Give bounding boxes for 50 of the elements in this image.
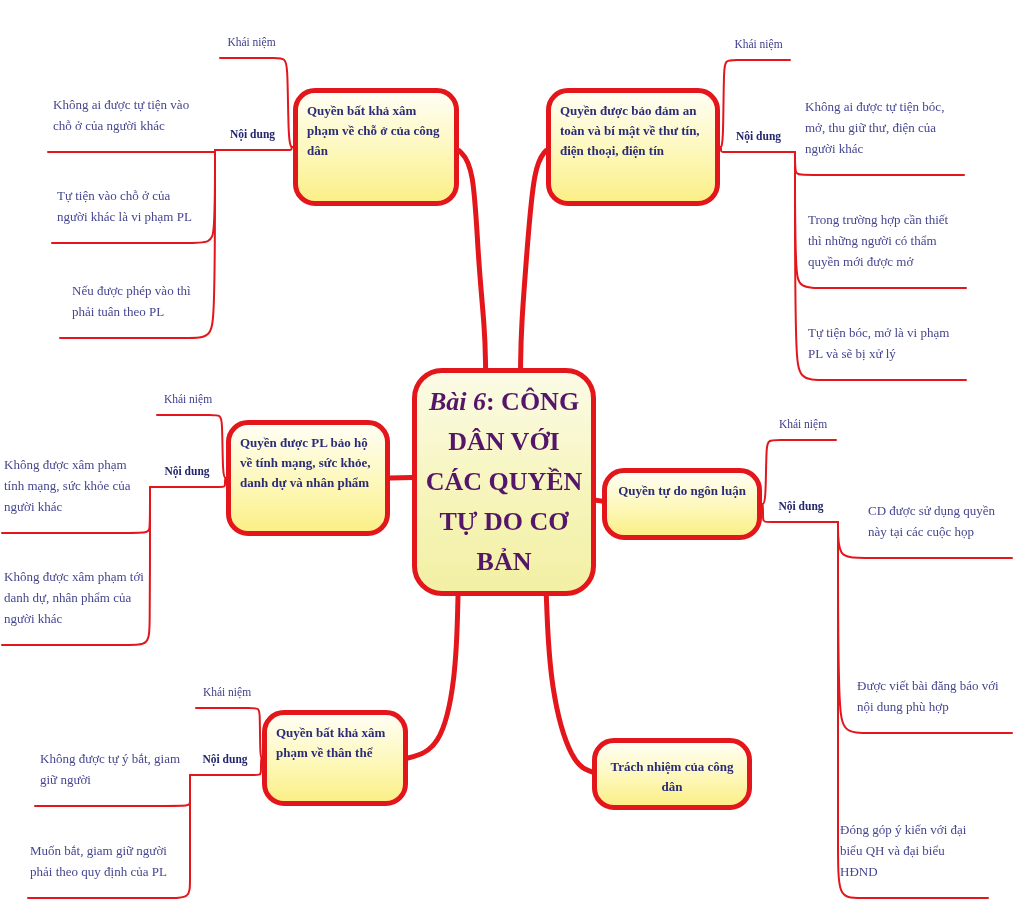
topic-title: Bài 6: CÔNG DÂN VỚI CÁC QUYỀN TỰ DO CƠ BẢN <box>424 386 584 578</box>
note-text: Không được xâm phạm tới danh dự, nhân phẩm của người khác <box>2 566 148 645</box>
note-text: Đóng góp ý kiến với đại biểu QH và đại biểu HĐND <box>838 819 988 898</box>
note-text: Không được xâm phạm tính mạng, sức khỏe của người khác <box>2 454 148 533</box>
branch-label: Khái niệm <box>157 392 219 415</box>
branch-line <box>189 757 263 776</box>
note-text: Không được tự ý bắt, giam giữ người <box>35 748 190 806</box>
note-text: Tự tiện bóc, mở là vi phạm PL và sẽ bị xử lý <box>803 322 966 380</box>
note-text: Tự tiện vào chỗ ở của người khác là vi phạm PL <box>52 185 207 243</box>
branch-line <box>1 486 151 646</box>
branch-line <box>156 414 227 479</box>
note-text: CD được sử dụng quyền này tại các cuộc họp <box>858 500 1012 558</box>
note-text: Trong trường hợp cần thiết thì những người có thẩm quyền mới được mở <box>803 209 966 288</box>
note-text: Được viết bài đăng báo với nội dung phù hợp <box>848 675 1012 733</box>
branch-line <box>149 477 227 488</box>
topic-box <box>412 368 596 596</box>
branch-line <box>47 149 216 153</box>
branch-label: Khái niệm <box>770 417 836 440</box>
branch-box <box>546 88 720 206</box>
branch-title: Quyền được PL bảo hộ về tính mạng, sức khỏe, danh dự và nhân phẩm <box>240 434 372 492</box>
branch-title: Trách nhiệm của công dân <box>609 758 735 796</box>
branch-label: Nội dung <box>150 464 224 487</box>
branch-line <box>219 57 294 148</box>
branch-line <box>59 149 216 339</box>
branch-label: Nội dung <box>215 127 290 150</box>
branch-line <box>719 59 791 148</box>
branch-box <box>592 738 752 810</box>
branch-box <box>293 88 459 206</box>
branch-box <box>262 710 408 806</box>
note-text: Nếu được phép vào thì phải tuân theo PL <box>60 280 207 338</box>
branch-label: Khái niệm <box>196 685 258 708</box>
branch-title: Quyền tự do ngôn luận <box>617 482 747 500</box>
branch-label: Nội dung <box>764 499 838 522</box>
branch-label: Khái niệm <box>220 35 283 58</box>
branch-label: Khái niệm <box>727 37 790 60</box>
note-text: Không ai được tự tiện vào chỗ ở của người khác <box>48 94 215 152</box>
branch-line <box>214 146 294 151</box>
note-text: Muốn bắt, giam giữ người phải theo quy định của PL <box>28 840 190 898</box>
branch-box <box>602 468 762 540</box>
branch-label: Nội dung <box>722 129 795 152</box>
branch-line <box>761 439 837 505</box>
branch-line <box>719 146 796 153</box>
branch-box <box>226 420 390 536</box>
branch-title: Quyền bất khả xâm phạm về thân thể <box>276 724 387 762</box>
branch-line <box>195 707 263 759</box>
branch-label: Nội dung <box>190 752 260 775</box>
branch-line <box>27 774 191 899</box>
branch-title: Quyền được bảo đảm an toàn và bí mật về thư tín, điện thoại, điện tín <box>560 102 701 160</box>
branch-title: Quyền bất khả xâm phạm về chỗ ở của công dân <box>307 102 441 160</box>
note-text: Không ai được tự tiện bóc, mở, thu giữ thư, điện của người khác <box>800 96 964 175</box>
